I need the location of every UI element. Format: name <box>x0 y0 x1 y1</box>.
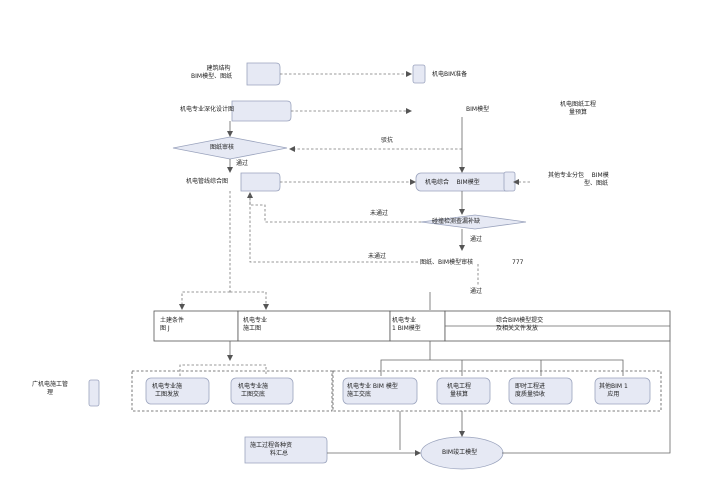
clash-check-label: 碰撞检测查漏补缺 <box>432 218 481 225</box>
construction-data-label: 施工过程各种资 料汇总 <box>250 442 293 458</box>
pass-label-1: 通过 <box>236 160 249 167</box>
construction-data-node <box>244 436 328 464</box>
mgmt-item-1-shape <box>145 377 210 405</box>
drawing-review-label: 图纸审核 <box>210 144 235 151</box>
mgmt-item-5-label: 即时工程进 度质量验收 <box>515 383 546 399</box>
bim-prep-node <box>412 64 426 84</box>
budget-label: 机电图纸工程 量预算 <box>560 101 597 117</box>
comprehensive-bim-label: 机电综合 BIM模型 <box>425 179 480 186</box>
mgmt-item-4-shape <box>436 377 491 405</box>
mep-bim-label: 机电专业 1 BIM模型 <box>392 317 421 333</box>
pass-label-2: 通过 <box>470 236 483 243</box>
mgmt-item-2-shape <box>230 377 294 405</box>
mgmt-item-6-shape <box>594 377 651 405</box>
building-structure-node <box>246 62 281 86</box>
deep-design-node <box>231 100 292 122</box>
completion-model-label: BIM竣工模型 <box>442 449 478 456</box>
management-group-left <box>131 370 333 412</box>
clash-check-decision <box>420 214 527 230</box>
not-pass-label-2: 未通过 <box>368 253 387 260</box>
management-side-label: 广机电施工管 理 <box>32 381 69 397</box>
pass-label-3: 通过 <box>470 288 483 295</box>
bim-prep-label: 机电BIM准备 <box>432 71 468 78</box>
other-disciplines-marker <box>503 171 516 192</box>
mgmt-item-2-label: 机电专业施 工图交底 <box>238 383 269 399</box>
management-left-marker <box>88 379 100 407</box>
not-pass-label-1: 未通过 <box>370 210 389 217</box>
building-structure-label: 建筑结构 BIM模型、图纸 <box>191 65 233 81</box>
mgmt-item-3-label: 机电专业 BIM 模型 施工交底 <box>347 383 398 399</box>
mgmt-item-1-label: 机电专业施 工图发放 <box>152 383 183 399</box>
pipeline-comprehensive-label: 机电管线综合图 <box>186 178 229 185</box>
submit-comprehensive-label: 综合BIM模型提交 及相关文件发放 <box>496 317 544 333</box>
mgmt-item-3-shape <box>342 377 418 405</box>
mep-construction-drawing-label: 机电专业 施工图 <box>243 317 268 333</box>
deep-design-label: 机电专业深化设计图 <box>180 106 235 113</box>
drawing-review-decision <box>172 136 288 160</box>
review-bim-label: 图纸、BIM模型审核 <box>420 259 474 266</box>
mgmt-item-6-label: 其他BIM 1 应用 <box>599 383 628 399</box>
bim-model-label: BIM模型 <box>466 106 490 113</box>
management-group-right <box>332 370 662 412</box>
civil-conditions-label: 土建条件 图 J <box>160 317 185 333</box>
mgmt-item-4-label: 机电工程 量核算 <box>447 383 472 399</box>
pipeline-comprehensive-node <box>240 172 281 192</box>
mep-construction-drawing-box <box>237 310 391 342</box>
feedback-label: 驳抗 <box>381 137 394 144</box>
review-suffix-label: 777 <box>512 259 524 266</box>
mep-bim-box <box>389 310 446 342</box>
mgmt-item-5-shape <box>508 377 573 405</box>
other-disciplines-label: 其他专业分包 BIM模 型、图纸 <box>548 172 609 188</box>
